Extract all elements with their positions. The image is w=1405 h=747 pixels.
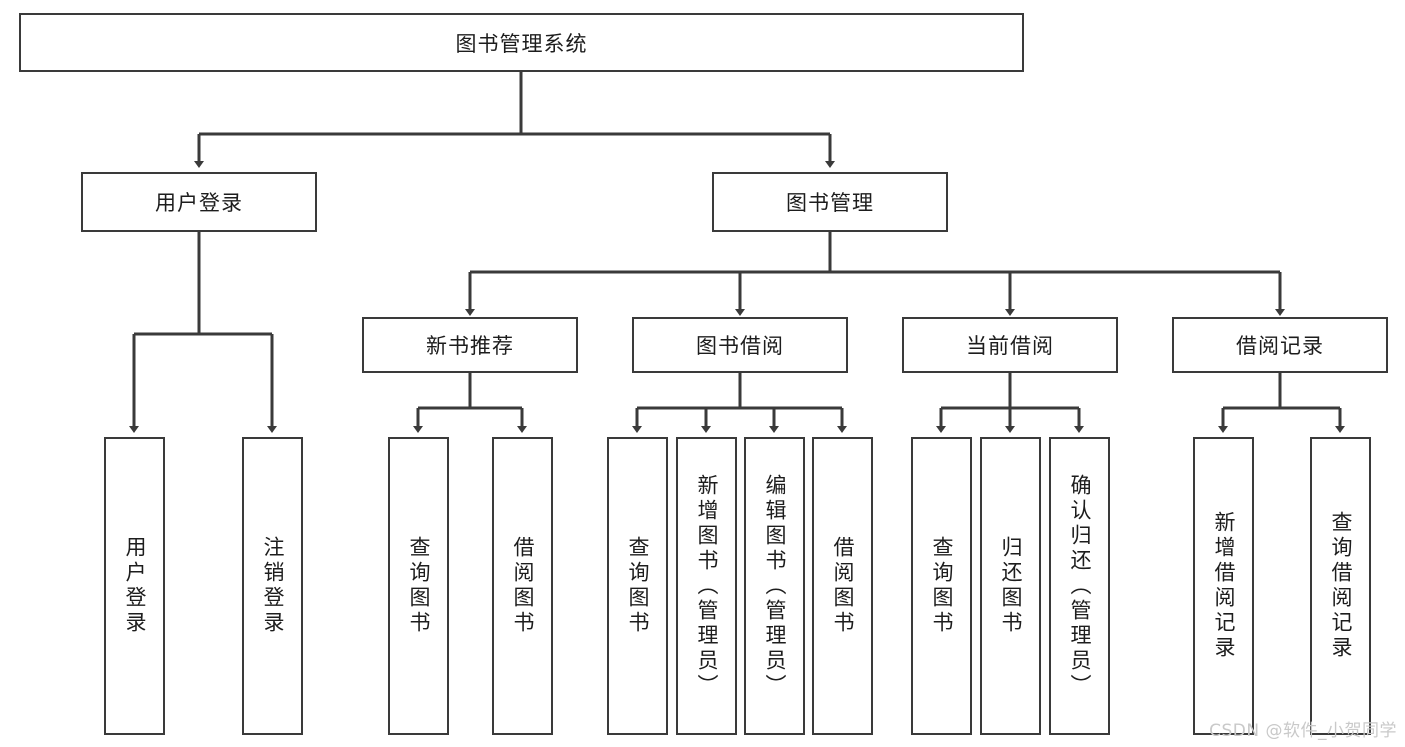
node-borrow-record[interactable]: 借阅记录: [1172, 317, 1388, 373]
leaf-query-book-current[interactable]: 查询图书: [911, 437, 972, 735]
leaf-query-borrow-record[interactable]: 查询借阅记录: [1310, 437, 1371, 735]
node-user-login[interactable]: 用户登录: [81, 172, 317, 232]
leaf-add-book-admin[interactable]: 新增图书（管理员）: [676, 437, 737, 735]
leaf-confirm-return-admin[interactable]: 确认归还（管理员）: [1049, 437, 1110, 735]
node-current-borrow[interactable]: 当前借阅: [902, 317, 1118, 373]
leaf-query-book-recommend[interactable]: 查询图书: [388, 437, 449, 735]
leaf-edit-book-admin[interactable]: 编辑图书（管理员）: [744, 437, 805, 735]
watermark: CSDN @软件_小贺同学: [1209, 721, 1397, 741]
leaf-borrow-book[interactable]: 借阅图书: [812, 437, 873, 735]
node-book-management[interactable]: 图书管理: [712, 172, 948, 232]
node-new-book-recommend[interactable]: 新书推荐: [362, 317, 578, 373]
leaf-return-book[interactable]: 归还图书: [980, 437, 1041, 735]
node-book-borrow[interactable]: 图书借阅: [632, 317, 848, 373]
leaf-borrow-book-recommend[interactable]: 借阅图书: [492, 437, 553, 735]
leaf-add-borrow-record[interactable]: 新增借阅记录: [1193, 437, 1254, 735]
leaf-user-login[interactable]: 用户登录: [104, 437, 165, 735]
leaf-logout[interactable]: 注销登录: [242, 437, 303, 735]
leaf-query-book-borrow[interactable]: 查询图书: [607, 437, 668, 735]
node-root[interactable]: 图书管理系统: [19, 13, 1024, 72]
